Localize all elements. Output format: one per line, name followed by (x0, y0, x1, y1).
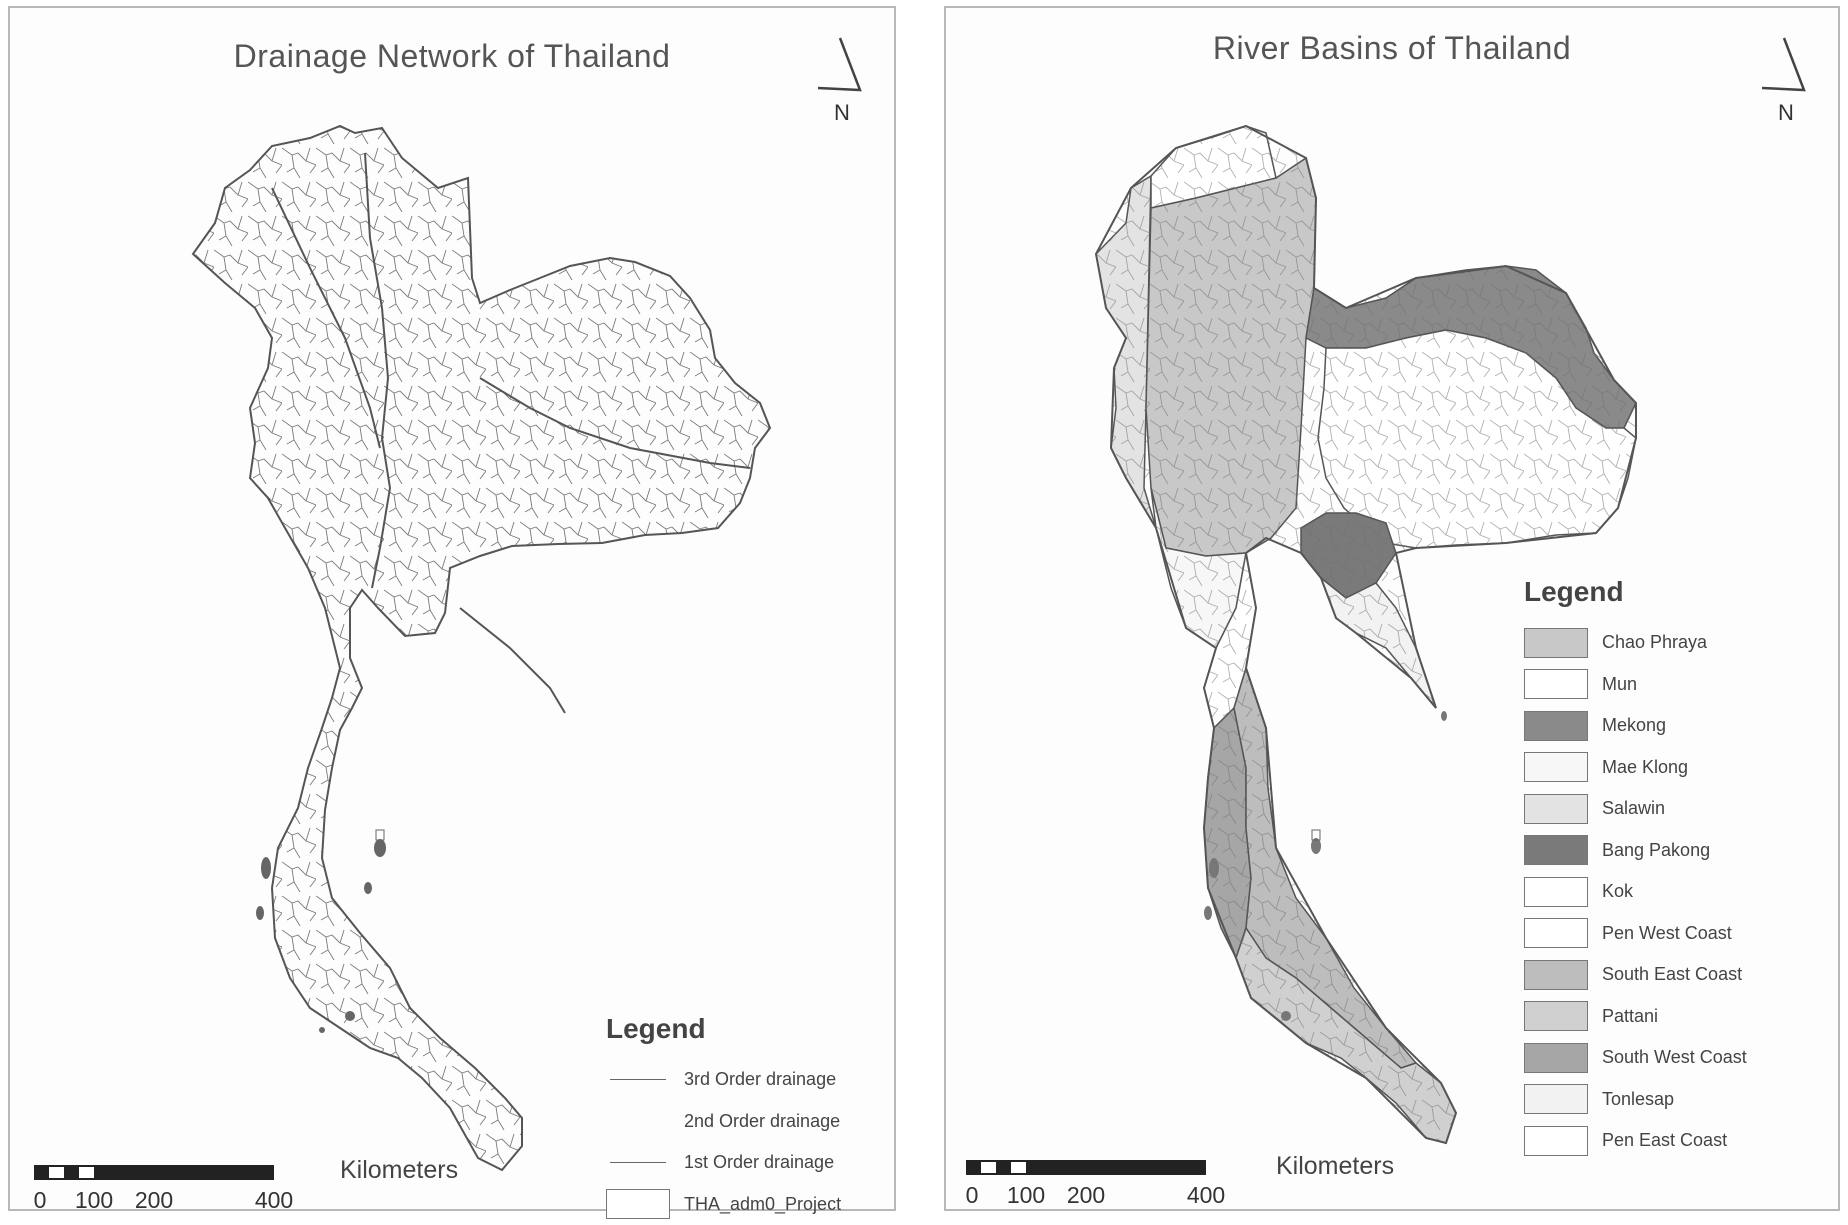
legend-label: 1st Order drainage (684, 1152, 834, 1173)
scale-tick-label: 100 (75, 1187, 113, 1214)
legend-label: Bang Pakong (1602, 840, 1710, 861)
legend-item: Tonlesap (1524, 1079, 1747, 1121)
drainage-map-panel: Drainage Network of Thailand N (8, 6, 896, 1211)
scale-unit: Kilometers (340, 1156, 458, 1185)
legend-title: Legend (606, 1013, 841, 1045)
scale-tick-label: 0 (966, 1182, 979, 1209)
legend-label: Pattani (1602, 1006, 1658, 1027)
scale-tick-label: 0 (34, 1187, 47, 1214)
legend-color-swatch (1524, 1126, 1588, 1156)
scale-tick-label: 100 (1007, 1182, 1045, 1209)
scale-tick-label: 400 (255, 1187, 293, 1214)
legend-color-swatch (1524, 794, 1588, 824)
legend-color-swatch (1524, 669, 1588, 699)
legend-item: Bang Pakong (1524, 830, 1747, 872)
legend: Legend 3rd Order drainage 2nd Order drain… (606, 1013, 841, 1225)
scale-tick-label: 400 (1187, 1182, 1225, 1209)
legend-label: Tonlesap (1602, 1089, 1674, 1110)
legend-color-swatch (1524, 628, 1588, 658)
legend-label: Salawin (1602, 798, 1665, 819)
legend-item: Mun (1524, 664, 1747, 706)
legend-color-swatch (1524, 752, 1588, 782)
scale-unit: Kilometers (1276, 1152, 1394, 1181)
legend-color-swatch (1524, 711, 1588, 741)
legend-color-swatch (1524, 835, 1588, 865)
river-basins-map-panel: River Basins of Thailand N (944, 6, 1840, 1211)
legend-item: Pattani (1524, 996, 1747, 1038)
legend-item: Pen West Coast (1524, 913, 1747, 955)
legend-label: Mun (1602, 674, 1637, 695)
legend-label: Mae Klong (1602, 757, 1688, 778)
legend-label: THA_adm0_Project (684, 1194, 841, 1215)
legend-line-swatch (606, 1148, 670, 1178)
legend-item: 1st Order drainage (606, 1142, 841, 1184)
legend-items: 3rd Order drainage 2nd Order drainage 1st … (606, 1059, 841, 1225)
legend-item: South East Coast (1524, 954, 1747, 996)
legend-label: South East Coast (1602, 964, 1742, 985)
legend-label: Pen West Coast (1602, 923, 1732, 944)
legend-label: Kok (1602, 881, 1633, 902)
legend-label: South West Coast (1602, 1047, 1747, 1068)
legend-item: Chao Phraya (1524, 622, 1747, 664)
legend-item: 3rd Order drainage (606, 1059, 841, 1101)
scale-tick-label: 200 (1067, 1182, 1105, 1209)
legend-item: Mekong (1524, 705, 1747, 747)
legend-label: Chao Phraya (1602, 632, 1707, 653)
legend-item: South West Coast (1524, 1037, 1747, 1079)
legend-item: Pen East Coast (1524, 1120, 1747, 1162)
legend-color-swatch (1524, 877, 1588, 907)
legend-item: Salawin (1524, 788, 1747, 830)
legend-label: 2nd Order drainage (684, 1111, 840, 1132)
legend-item: 2nd Order drainage (606, 1101, 841, 1143)
legend-title: Legend (1524, 576, 1747, 608)
legend-color-swatch (1524, 960, 1588, 990)
legend-color-swatch (1524, 1001, 1588, 1031)
legend-line-swatch (606, 1106, 670, 1136)
legend-item: Mae Klong (1524, 747, 1747, 789)
legend-color-swatch (1524, 1043, 1588, 1073)
legend-color-swatch (1524, 1084, 1588, 1114)
legend-label: Mekong (1602, 715, 1666, 736)
legend-color-swatch (1524, 918, 1588, 948)
scale-bar-graphic (966, 1160, 1206, 1175)
legend-color-swatch (606, 1189, 670, 1219)
scale-tick-label: 200 (135, 1187, 173, 1214)
legend-line-swatch (606, 1065, 670, 1095)
legend-item: Kok (1524, 871, 1747, 913)
scale-bar-graphic (34, 1165, 274, 1180)
legend-label: 3rd Order drainage (684, 1069, 836, 1090)
legend-label: Pen East Coast (1602, 1130, 1727, 1151)
